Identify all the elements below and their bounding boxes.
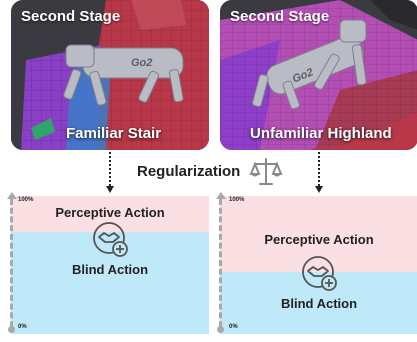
left-axis-origin: [8, 326, 15, 333]
blind-segment: [220, 272, 417, 334]
blind-action-label: Blind Action: [280, 296, 358, 311]
stair-terrain-graphic: Go2: [11, 0, 209, 150]
panel-title: Second Stage: [230, 8, 330, 25]
right-dotted-arrow: [318, 152, 320, 186]
top-percent-label: 100%: [18, 197, 34, 203]
perceptive-action-label: Perceptive Action: [55, 205, 165, 220]
right-axis-arrow-head: [216, 192, 226, 199]
bottom-percent-label: 0%: [229, 324, 238, 330]
left-axis: [10, 199, 13, 327]
left-arrow-head: [106, 186, 114, 193]
svg-text:Go2: Go2: [131, 57, 152, 69]
robot-icon: [63, 44, 184, 106]
perceptive-segment: [11, 196, 209, 232]
action-ratio-bar-right: Perceptive Action Blind Action 100% 0%: [220, 196, 417, 334]
perceptive-segment: [220, 196, 417, 272]
handshake-icon: [302, 256, 337, 291]
highland-terrain-graphic: Go2: [220, 0, 417, 150]
bottom-percent-label: 0%: [18, 324, 27, 330]
blind-segment: [11, 232, 209, 334]
terrain-label: Familiar Stair: [66, 125, 162, 142]
regularization-label: Regularization: [137, 163, 241, 180]
panel-title: Second Stage: [21, 8, 121, 25]
action-ratio-bar-left: Perceptive Action Blind Action 100% 0%: [11, 196, 209, 334]
top-percent-label: 100%: [229, 197, 245, 203]
left-axis-arrow-head: [7, 192, 17, 199]
familiar-stair-panel: Go2 Second Stage Familiar Stair: [11, 0, 209, 150]
perceptive-action-label: Perceptive Action: [264, 232, 374, 247]
blind-action-label: Blind Action: [71, 262, 149, 277]
right-arrow-head: [315, 186, 323, 193]
handshake-icon: [93, 222, 128, 257]
robot-icon: [252, 19, 367, 110]
unfamiliar-highland-panel: Go2 Second Stage Unfamiliar Highland: [220, 0, 417, 150]
left-dotted-arrow: [109, 152, 111, 186]
right-axis: [219, 199, 222, 327]
right-axis-origin: [217, 326, 224, 333]
terrain-label: Unfamiliar Highland: [250, 125, 392, 142]
balance-scale-icon: [249, 158, 283, 185]
